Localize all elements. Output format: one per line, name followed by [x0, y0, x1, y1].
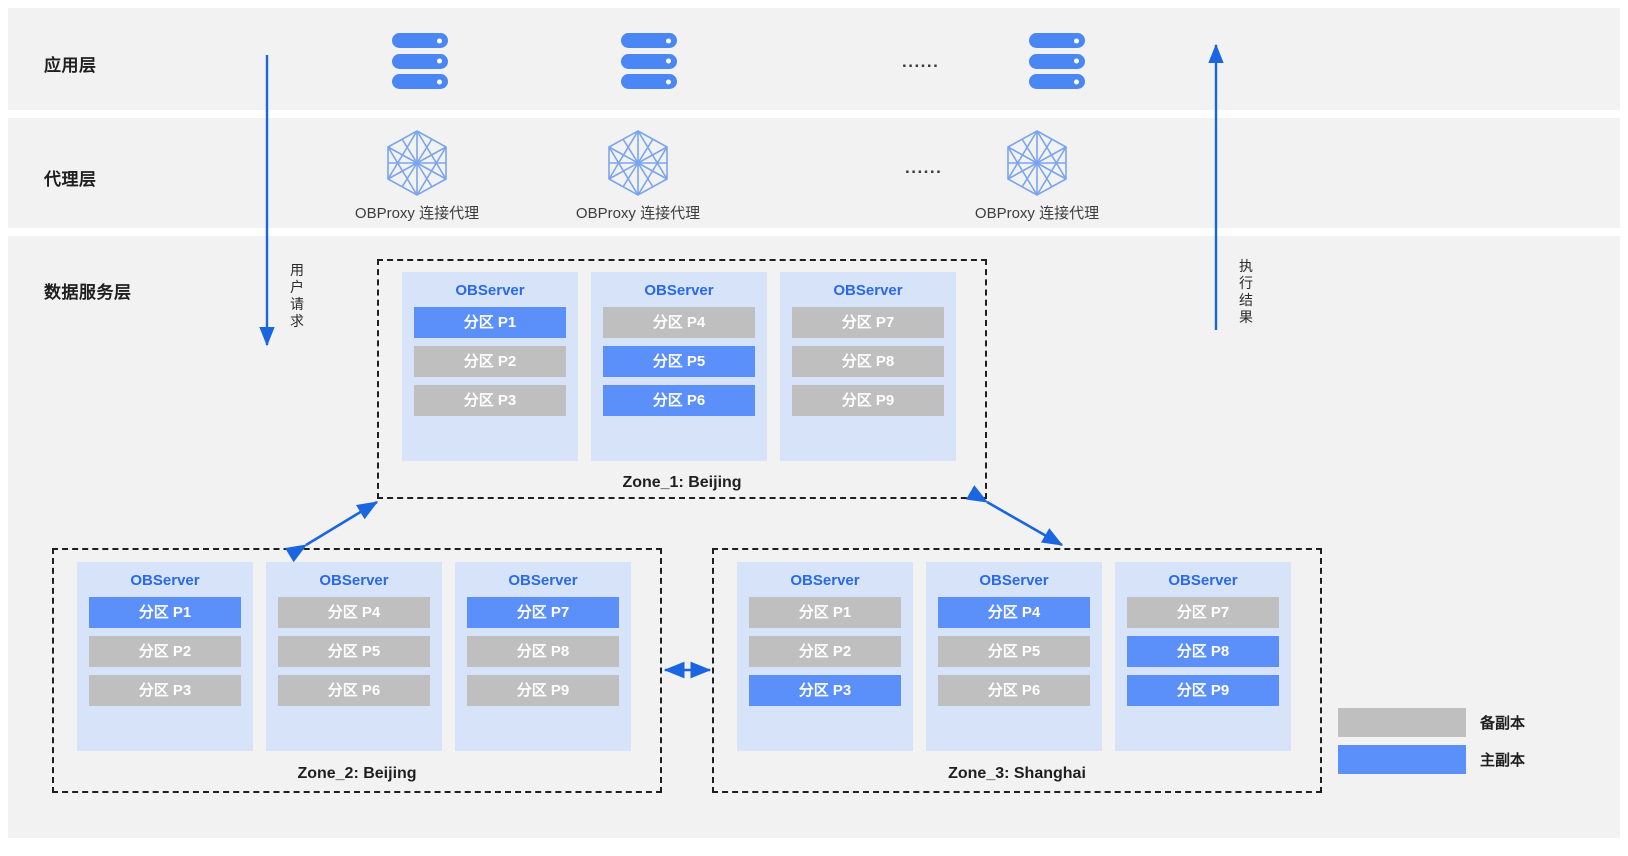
server-icon-bar: [1029, 33, 1085, 48]
server-icon-bar: [392, 74, 448, 89]
partition-block[interactable]: 分区 P6: [278, 675, 430, 706]
partition-block[interactable]: 分区 P4: [938, 597, 1090, 628]
server-icon: [1029, 33, 1085, 89]
application-layer-ellipsis: ......: [902, 52, 940, 71]
observer-panel[interactable]: OBServer 分区 P7 分区 P8 分区 P9: [455, 562, 631, 751]
observer-title: OBServer: [979, 572, 1049, 589]
server-icon: [621, 33, 677, 89]
server-icon-bar: [621, 74, 677, 89]
partition-block[interactable]: 分区 P3: [749, 675, 901, 706]
partition-block[interactable]: 分区 P1: [749, 597, 901, 628]
zone-zone2-caption: Zone_2: Beijing: [297, 765, 417, 782]
partition-block[interactable]: 分区 P7: [1127, 597, 1279, 628]
layer-label-proxy: 代理层: [44, 170, 97, 189]
observer-title: OBServer: [130, 572, 200, 589]
obproxy-mesh-icon: [608, 130, 668, 196]
execution-result-label: 执行结果: [1239, 258, 1253, 325]
partition-block[interactable]: 分区 P8: [792, 346, 944, 377]
partition-block[interactable]: 分区 P7: [792, 307, 944, 338]
partition-block[interactable]: 分区 P2: [89, 636, 241, 667]
observer-panel[interactable]: OBServer 分区 P4 分区 P5 分区 P6: [266, 562, 442, 751]
partition-block[interactable]: 分区 P2: [414, 346, 566, 377]
server-icon-bar: [1029, 53, 1085, 69]
observer-panel[interactable]: OBServer 分区 P4 分区 P5 分区 P6: [926, 562, 1102, 751]
legend-swatch-primary-icon: [1338, 745, 1466, 774]
partition-block[interactable]: 分区 P8: [1127, 636, 1279, 667]
observer-panel[interactable]: OBServer 分区 P1 分区 P2 分区 P3: [737, 562, 913, 751]
partition-block[interactable]: 分区 P4: [278, 597, 430, 628]
zone-zone3-caption: Zone_3: Shanghai: [948, 765, 1086, 782]
layer-band-proxy: [8, 118, 1620, 228]
obproxy-mesh-icon: [1007, 130, 1067, 196]
observer-title: OBServer: [1168, 572, 1238, 589]
layer-band-application: [8, 8, 1620, 110]
observer-title: OBServer: [790, 572, 860, 589]
observer-panel[interactable]: OBServer 分区 P7 分区 P8 分区 P9: [780, 272, 956, 461]
observer-panel[interactable]: OBServer 分区 P1 分区 P2 分区 P3: [77, 562, 253, 751]
partition-block[interactable]: 分区 P6: [938, 675, 1090, 706]
partition-block[interactable]: 分区 P9: [792, 385, 944, 416]
obproxy-mesh-icon: [387, 130, 447, 196]
partition-block[interactable]: 分区 P5: [278, 636, 430, 667]
partition-block[interactable]: 分区 P8: [467, 636, 619, 667]
observer-title: OBServer: [455, 282, 525, 299]
partition-block[interactable]: 分区 P6: [603, 385, 755, 416]
obproxy-caption: OBProxy 连接代理: [575, 205, 701, 222]
observer-title: OBServer: [508, 572, 578, 589]
legend-item-primary: 主副本: [1338, 745, 1600, 774]
legend: 备副本 主副本: [1338, 708, 1600, 774]
observer-title: OBServer: [319, 572, 389, 589]
user-request-label: 用户请求: [290, 262, 304, 329]
partition-block[interactable]: 分区 P9: [1127, 675, 1279, 706]
partition-block[interactable]: 分区 P1: [89, 597, 241, 628]
obproxy-node: OBProxy 连接代理: [332, 128, 502, 223]
partition-block[interactable]: 分区 P4: [603, 307, 755, 338]
observer-panel[interactable]: OBServer 分区 P7 分区 P8 分区 P9: [1115, 562, 1291, 751]
layer-label-application: 应用层: [44, 56, 97, 75]
partition-block[interactable]: 分区 P1: [414, 307, 566, 338]
server-icon-bar: [621, 53, 677, 69]
partition-block[interactable]: 分区 P9: [467, 675, 619, 706]
partition-block[interactable]: 分区 P5: [603, 346, 755, 377]
zone-zone1-boundary: [377, 259, 987, 499]
observer-title: OBServer: [644, 282, 714, 299]
observer-title: OBServer: [833, 282, 903, 299]
obproxy-caption: OBProxy 连接代理: [974, 205, 1100, 222]
server-icon-bar: [392, 33, 448, 48]
partition-block[interactable]: 分区 P3: [89, 675, 241, 706]
legend-swatch-backup-icon: [1338, 708, 1466, 737]
server-icon-bar: [621, 33, 677, 48]
partition-block[interactable]: 分区 P7: [467, 597, 619, 628]
server-icon-bar: [392, 53, 448, 69]
observer-panel[interactable]: OBServer 分区 P1 分区 P2 分区 P3: [402, 272, 578, 461]
partition-block[interactable]: 分区 P2: [749, 636, 901, 667]
layer-label-data-service: 数据服务层: [44, 283, 132, 302]
partition-block[interactable]: 分区 P5: [938, 636, 1090, 667]
zone-zone1-caption: Zone_1: Beijing: [622, 474, 742, 491]
obproxy-caption: OBProxy 连接代理: [354, 205, 480, 222]
partition-block[interactable]: 分区 P3: [414, 385, 566, 416]
legend-label-backup: 备副本: [1480, 715, 1526, 732]
legend-item-backup: 备副本: [1338, 708, 1600, 737]
server-icon: [392, 33, 448, 89]
observer-panel[interactable]: OBServer 分区 P4 分区 P5 分区 P6: [591, 272, 767, 461]
zone-zone3-boundary: [712, 548, 1322, 793]
obproxy-node: OBProxy 连接代理: [553, 128, 723, 223]
server-icon-bar: [1029, 74, 1085, 89]
proxy-layer-ellipsis: ......: [905, 158, 943, 177]
legend-label-primary: 主副本: [1480, 752, 1526, 769]
obproxy-node: OBProxy 连接代理: [952, 128, 1122, 223]
